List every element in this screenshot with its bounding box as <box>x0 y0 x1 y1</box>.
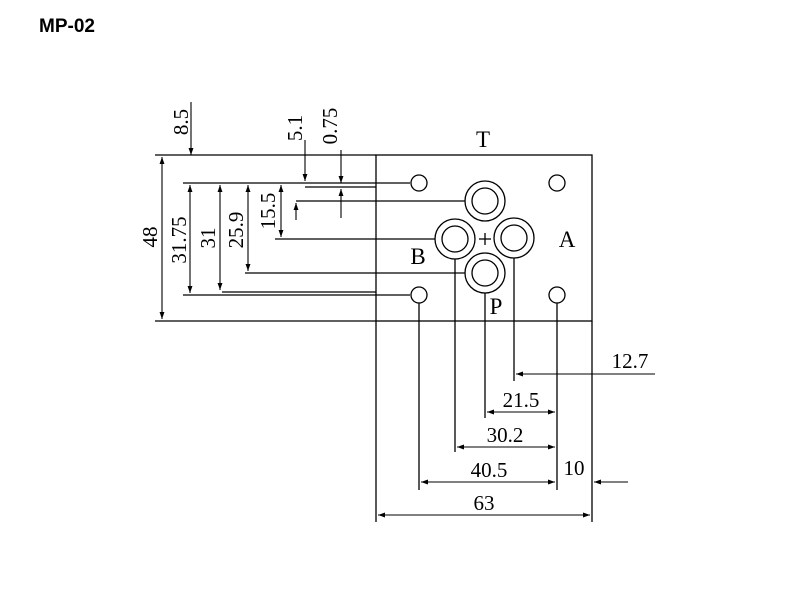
dim-label-10: 10 <box>564 456 585 480</box>
mounting-hole-bottom-right <box>548 286 566 304</box>
port-label-a: A <box>559 227 576 252</box>
port-p-circle <box>464 252 506 294</box>
port-label-p: P <box>490 294 503 319</box>
dim-label-25-9: 25.9 <box>224 212 248 249</box>
mounting-hole-top-left <box>410 174 428 192</box>
dim-label-30-2: 30.2 <box>487 423 524 447</box>
mounting-hole-bottom-left <box>410 286 428 304</box>
dim-label-31-75: 31.75 <box>167 216 191 263</box>
port-label-b: B <box>410 244 425 269</box>
dim-label-48: 48 <box>138 227 162 248</box>
mounting-hole-top-right <box>548 174 566 192</box>
port-b-circle <box>434 218 476 260</box>
dim-label-12-7: 12.7 <box>612 349 649 373</box>
dim-label-8-5: 8.5 <box>169 109 193 135</box>
dim-label-15-5: 15.5 <box>256 193 280 230</box>
dim-label-21-5: 21.5 <box>503 388 540 412</box>
plate-outline <box>375 154 593 322</box>
port-label-t: T <box>476 127 490 152</box>
dim-label-31: 31 <box>196 228 220 249</box>
dim-label-40-5: 40.5 <box>471 458 508 482</box>
drawing-title: MP-02 <box>39 16 95 37</box>
dim-label-63: 63 <box>474 491 495 515</box>
port-t-circle <box>464 180 506 222</box>
dim-label-5-1: 5.1 <box>283 115 307 141</box>
dim-label-0-75: 0.75 <box>318 108 342 145</box>
port-a-circle <box>493 217 535 259</box>
